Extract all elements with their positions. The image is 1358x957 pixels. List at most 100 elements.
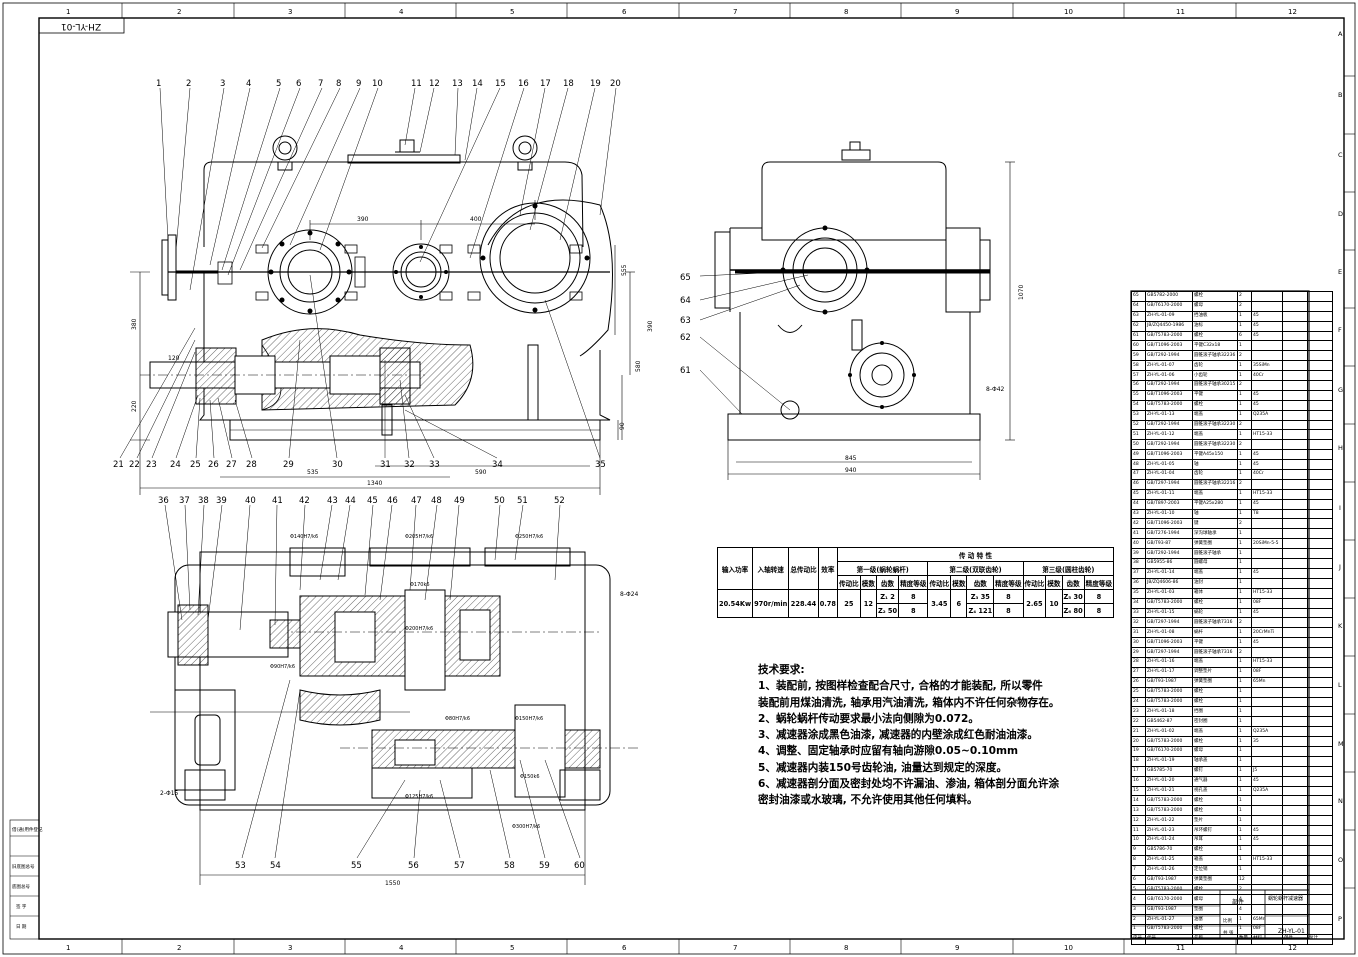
bom-row-cell-3: 1 — [1237, 805, 1252, 817]
bom-row-cell-1: GB/T1096-2003 — [1145, 637, 1193, 649]
bom-row-cell-6 — [1307, 884, 1333, 896]
bom-row-cell-2: 齿轮 — [1192, 360, 1238, 372]
perf-s2-grade-head: 精度等级 — [993, 575, 1024, 590]
bom-row-cell-6 — [1307, 459, 1333, 471]
bom-row-cell-3: 1 — [1237, 528, 1252, 540]
bom-row-cell-0: 14 — [1131, 795, 1146, 807]
bom-row-cell-5 — [1282, 508, 1308, 520]
drawing-number-upside-down: ZH-YL-01 — [61, 21, 101, 31]
bom-row-cell-5 — [1282, 548, 1308, 560]
bom-row-cell-2: 螺栓 — [1192, 291, 1238, 302]
bom-row-cell-1: GB/T6170-2000 — [1145, 300, 1193, 312]
bom-row-cell-0: 39 — [1131, 548, 1146, 560]
bom-row-cell-6 — [1307, 508, 1333, 520]
bom-row-cell-3: 1 — [1237, 815, 1252, 827]
ruler-top-3: 3 — [288, 8, 292, 16]
bom-row-cell-5 — [1282, 439, 1308, 451]
bom-row-cell-0: 17 — [1131, 765, 1146, 777]
fit-125: Φ125H7/k6 — [405, 794, 433, 800]
bom-row-cell-4: 20SiMn-5-5 — [1251, 538, 1283, 550]
ruler-bottom-3: 3 — [288, 944, 292, 952]
bom-row-cell-2: 平键 — [1192, 389, 1238, 401]
bom-row-cell-3: 1 — [1237, 577, 1252, 589]
perf-s3-teeth-head: 齿数 — [1061, 575, 1085, 590]
bom-row-cell-0: 49 — [1131, 449, 1146, 461]
perf-s3-z6-label: Z₆ — [1063, 606, 1072, 615]
top-leaders — [164, 504, 581, 859]
bom-row-cell-1: ZH-YL-01-16 — [1145, 656, 1193, 668]
ruler-side-L: L — [1338, 681, 1342, 689]
ruler-side-C: C — [1338, 151, 1343, 159]
fit-250: Φ250H7/k6 — [515, 534, 543, 540]
front-view — [130, 135, 635, 495]
bom-row-cell-2: 端盖 — [1192, 488, 1238, 500]
bom-row-cell-5 — [1282, 350, 1308, 362]
bom-row-cell-0: 35 — [1131, 587, 1146, 599]
ruler-top-10: 10 — [1064, 8, 1073, 16]
bom-row-cell-1: ZH-YL-01-15 — [1145, 607, 1193, 619]
callout-50: 50 — [494, 496, 505, 506]
bom-row-cell-5 — [1282, 567, 1308, 579]
bom-row-cell-6 — [1307, 656, 1333, 668]
bom-row-cell-1: GB/T297-1994 — [1145, 617, 1193, 629]
bom-row-cell-4: 45 — [1251, 310, 1283, 322]
bom-row-cell-6 — [1307, 310, 1333, 322]
bom-row-cell-1: JB/ZQ4450-1986 — [1145, 320, 1193, 332]
callout-57: 57 — [454, 861, 465, 871]
callout-39: 39 — [216, 496, 227, 506]
bom-row-cell-4 — [1251, 380, 1283, 391]
callout-18: 18 — [563, 79, 574, 89]
bom-row-cell-4: 45 — [1251, 449, 1283, 461]
side-flange-outline — [730, 227, 981, 313]
bom-row-cell-2: 螺栓 — [1192, 884, 1238, 896]
bom-row-cell-0: 55 — [1131, 389, 1146, 401]
ruler-bottom-9: 9 — [955, 944, 959, 952]
bom-row-cell-2: 圆锥滚子轴承7316 — [1192, 647, 1238, 658]
bom-row-cell-4 — [1251, 419, 1283, 431]
bom-row-cell-4: 45 — [1251, 637, 1283, 649]
perf-s3-grade-head: 精度等级 — [1083, 575, 1115, 590]
bom-row-cell-1: GB/T1096-2003 — [1145, 389, 1193, 401]
bom-row-cell-6 — [1307, 924, 1333, 935]
bom-row-cell-6 — [1307, 439, 1333, 451]
bom-row-cell-4: 45 — [1251, 459, 1283, 471]
ruler-bottom-4: 4 — [399, 944, 404, 952]
perf-s2-z3-grade: 8 — [993, 589, 1024, 604]
bom-row-cell-4: 35SiMn — [1251, 360, 1283, 372]
bom-row-cell-4: Q235A — [1251, 726, 1283, 738]
dim-1340: 1340 — [367, 480, 382, 487]
bom-row-cell-3: 1 — [1237, 508, 1252, 520]
callout-2: 2 — [186, 79, 191, 89]
bom-row-cell-3: 1 — [1237, 795, 1252, 807]
front-callouts: 1 2 3 4 5 6 7 8 9 10 11 12 13 14 15 16 1… — [113, 79, 621, 470]
bom-row-cell-2: 挡油板 — [1192, 310, 1238, 322]
bom-row-cell-5 — [1282, 716, 1308, 728]
dim-580: 580 — [635, 360, 642, 372]
bom-row-cell-0: 20 — [1131, 736, 1146, 747]
bom-row-cell-4: 45 — [1251, 399, 1283, 411]
bom-row-cell-4: HT15-33 — [1251, 854, 1283, 866]
bom-row-cell-5 — [1282, 459, 1308, 471]
bom-row-cell-1: ZH-YL-01-14 — [1145, 567, 1193, 579]
perf-s3-z6-value: 80 — [1073, 606, 1083, 615]
bom-row-cell-4 — [1251, 716, 1283, 728]
bom-row-cell-2: 键 — [1192, 518, 1238, 530]
bom-row-cell-1: GB5955-86 — [1145, 558, 1193, 569]
bom-row-cell-3: 1 — [1237, 686, 1252, 698]
fit-150h: Φ150H7/k6 — [515, 716, 543, 722]
dim-90: 90 — [619, 422, 626, 430]
bom-row-cell-4 — [1251, 686, 1283, 698]
bom-row-cell-1: ZH-YL-01-20 — [1145, 775, 1193, 787]
perf-s3-ratio: 2.65 — [1022, 589, 1047, 618]
bom-row-cell-3: 1 — [1237, 785, 1252, 797]
bom-row-cell-5 — [1282, 745, 1308, 757]
bom-row-cell-3: 1 — [1237, 587, 1252, 599]
bom-row-cell-4 — [1251, 864, 1283, 876]
